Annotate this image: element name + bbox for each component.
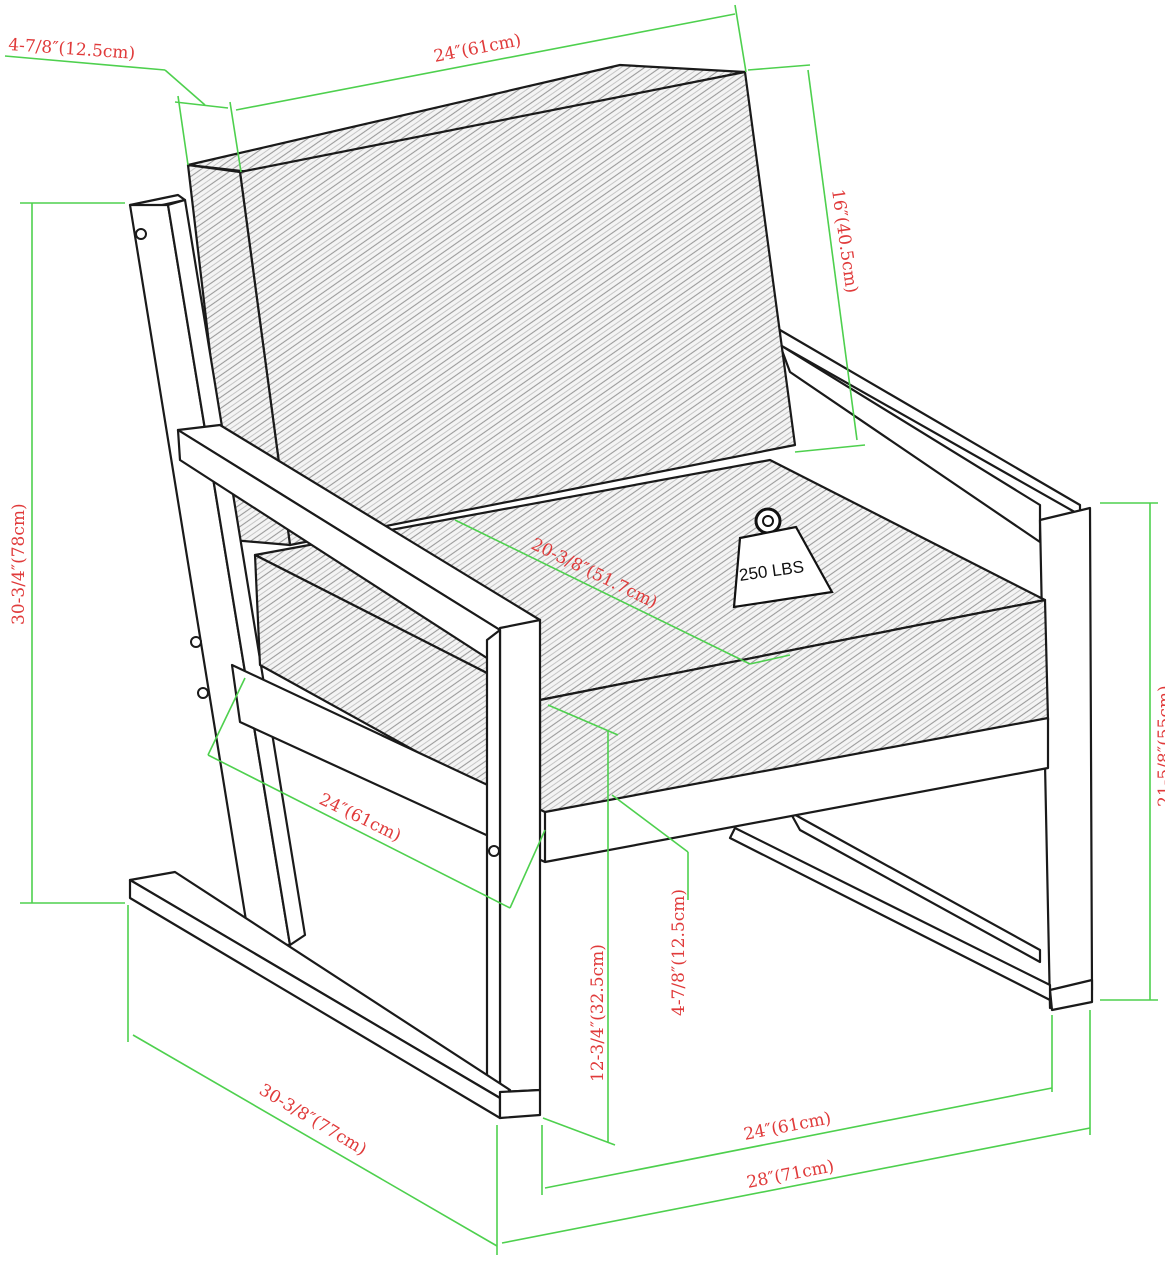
bolt-hole — [488, 845, 500, 857]
weight-ring-inner-icon — [762, 515, 774, 527]
left-back-leg — [128, 193, 307, 947]
dim-backrest-depth: 4-7/8″(12.5cm) — [8, 35, 136, 64]
dim-inner-depth: 24″(61cm) — [316, 790, 404, 847]
chair-drawing — [128, 63, 1094, 1120]
backrest-cushion — [186, 63, 797, 547]
dim-overall-height: 30-3/4″(78cm) — [9, 503, 29, 625]
right-frame — [728, 328, 1094, 1012]
bolt-hole — [135, 228, 147, 240]
dim-overall-depth: 30-3/8″(77cm) — [255, 1080, 370, 1160]
dim-backrest-height: 16″(40.5cm) — [827, 188, 861, 295]
dim-backrest-width: 24″(61cm) — [432, 30, 523, 67]
dim-cushion-thickness: 4-7/8″(12.5cm) — [669, 889, 689, 1016]
left-base-runner — [128, 870, 542, 1120]
weight-badge: 250 LBS — [732, 507, 834, 609]
weight-icon — [732, 525, 834, 609]
dim-seat-height: 12-3/4″(32.5cm) — [588, 944, 608, 1082]
dimension-lines — [4, 4, 1158, 1255]
bolt-hole — [197, 687, 209, 699]
dim-arm-height: 21-5/8″(55cm) — [1155, 685, 1165, 807]
dim-overall-width: 28″(71cm) — [745, 1156, 836, 1193]
bolt-hole — [190, 636, 202, 648]
front-seat-rail — [230, 663, 1050, 864]
